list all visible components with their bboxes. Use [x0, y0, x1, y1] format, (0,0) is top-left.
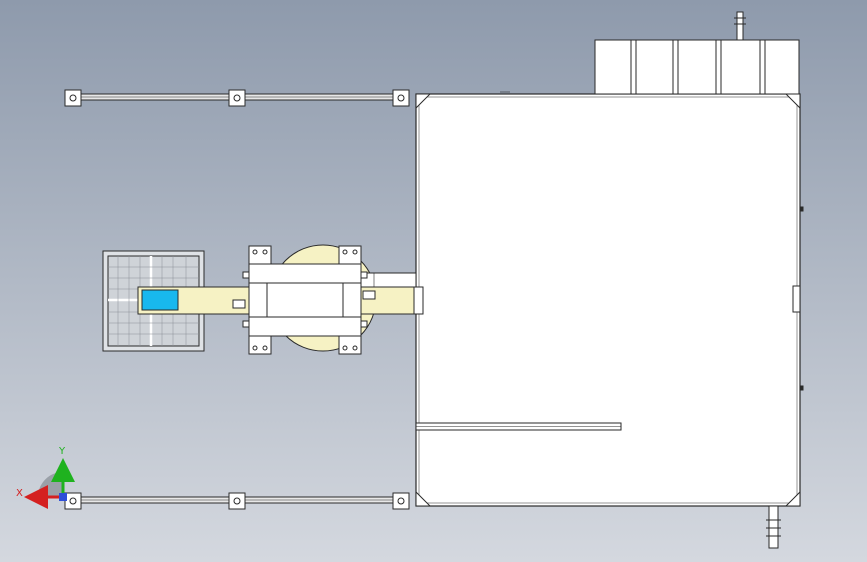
corner-bracket — [784, 490, 801, 507]
rail-bracket — [392, 89, 410, 107]
mount-block — [338, 245, 362, 265]
rail-bracket — [228, 492, 246, 510]
axis-y-label: Y — [58, 446, 66, 457]
robot-head[interactable] — [242, 245, 368, 355]
arm-extension[interactable] — [359, 272, 417, 288]
top-module[interactable] — [594, 39, 800, 95]
gripper[interactable] — [141, 289, 179, 311]
mount-block — [248, 335, 272, 355]
corner-bracket — [415, 93, 432, 110]
mount-block — [248, 245, 272, 265]
rail-bracket — [64, 89, 82, 107]
corner-bracket — [415, 490, 432, 507]
rail-bracket — [228, 89, 246, 107]
rail-bracket — [392, 492, 410, 510]
rail-bracket — [64, 492, 82, 510]
axis-x-label: X — [16, 488, 23, 499]
guide-rail-bottom[interactable] — [64, 492, 410, 510]
cabinet[interactable] — [415, 91, 804, 507]
axis-triad[interactable]: X Y — [16, 446, 75, 509]
top-connector[interactable] — [734, 11, 746, 41]
mount-block — [338, 335, 362, 355]
axis-origin — [59, 493, 67, 501]
guide-rail-top[interactable] — [64, 89, 410, 107]
bottom-connector[interactable] — [766, 505, 781, 549]
